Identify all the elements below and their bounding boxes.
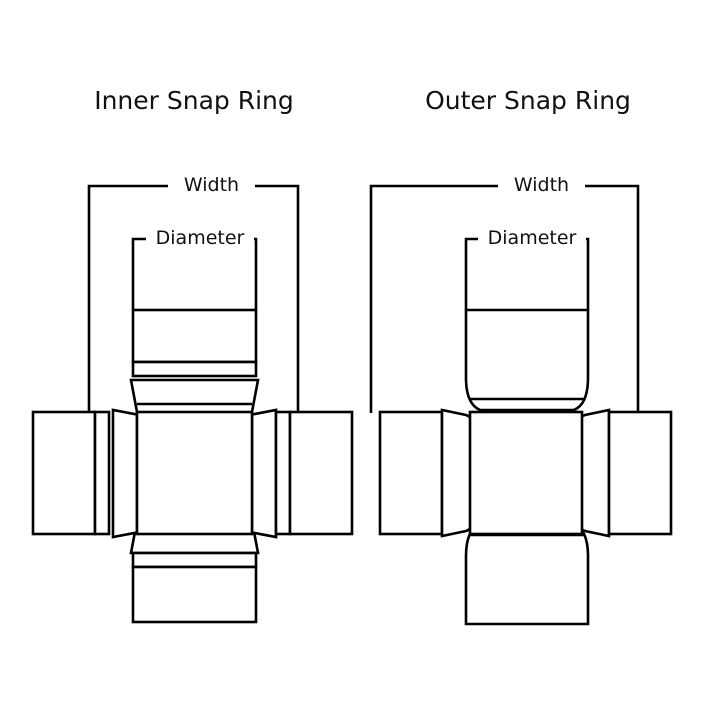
- diameter-dimension-right: [464, 237, 590, 310]
- width-dimension-left: [87, 184, 300, 415]
- left-bearing-cap-outer: [378, 408, 477, 538]
- diameter-label-right: Diameter: [478, 227, 586, 249]
- top-bearing-cap-outer: [464, 308, 590, 412]
- diameter-label-left: Diameter: [146, 227, 254, 249]
- panel-title-outer-snap-ring: Outer Snap Ring: [425, 86, 631, 115]
- diameter-dimension-left: [131, 237, 258, 310]
- bottom-bearing-cap-outer: [464, 522, 590, 626]
- width-label-right: Width: [498, 174, 585, 196]
- center-hub-outer: [468, 410, 584, 536]
- panel-title-inner-snap-ring: Inner Snap Ring: [94, 86, 294, 115]
- right-bearing-cap-outer: [574, 408, 673, 538]
- width-dimension-right: [369, 184, 640, 413]
- top-bearing-cap-inner: [129, 308, 260, 423]
- center-hub-inner: [135, 410, 254, 536]
- width-label-left: Width: [168, 174, 255, 196]
